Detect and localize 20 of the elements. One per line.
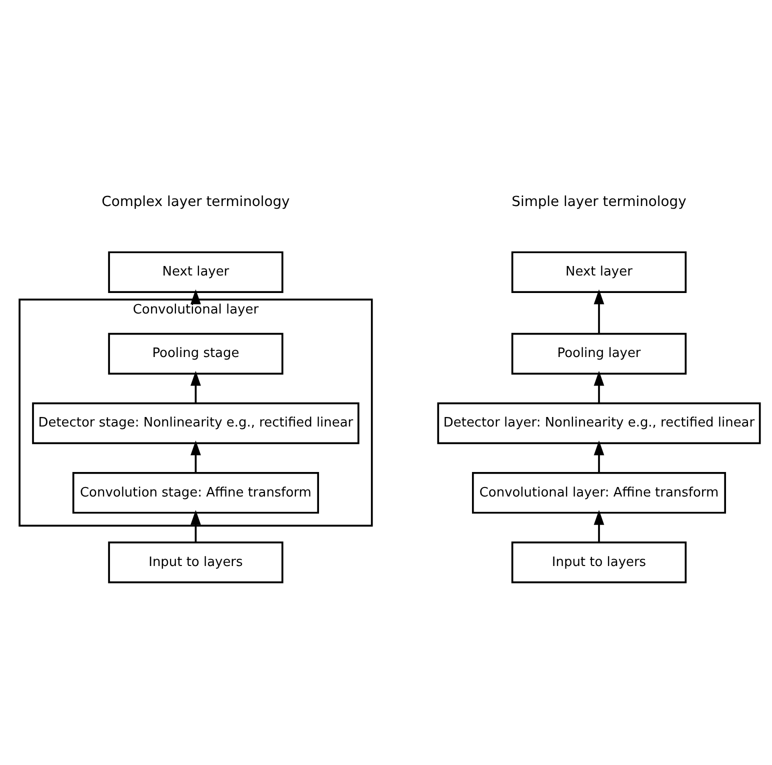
node-box: Convolutional layer: Affine transform — [472, 472, 726, 514]
arrow — [594, 289, 604, 334]
node-box: Input to layers — [108, 542, 284, 584]
node-box: Next layer — [511, 251, 687, 294]
arrow — [190, 370, 201, 404]
node-box: Input to layers — [511, 542, 687, 584]
node-box: Next layer — [108, 251, 284, 294]
arrow — [594, 370, 604, 404]
node-box: Detector layer: Nonlinearity e.g., rectified linear — [437, 402, 761, 444]
node-box: Convolution stage: Affine transform — [72, 472, 320, 514]
label: Complex layer terminology — [102, 194, 290, 210]
arrow — [190, 510, 201, 542]
node-box: Pooling layer — [511, 332, 687, 375]
label: Simple layer terminology — [512, 194, 686, 210]
arrow — [594, 440, 604, 473]
arrow — [190, 289, 201, 304]
node-box: Pooling stage — [108, 332, 284, 375]
arrow — [594, 510, 604, 542]
node-box: Detector stage: Nonlinearity e.g., rectified linear — [32, 402, 360, 444]
arrow — [190, 440, 201, 473]
